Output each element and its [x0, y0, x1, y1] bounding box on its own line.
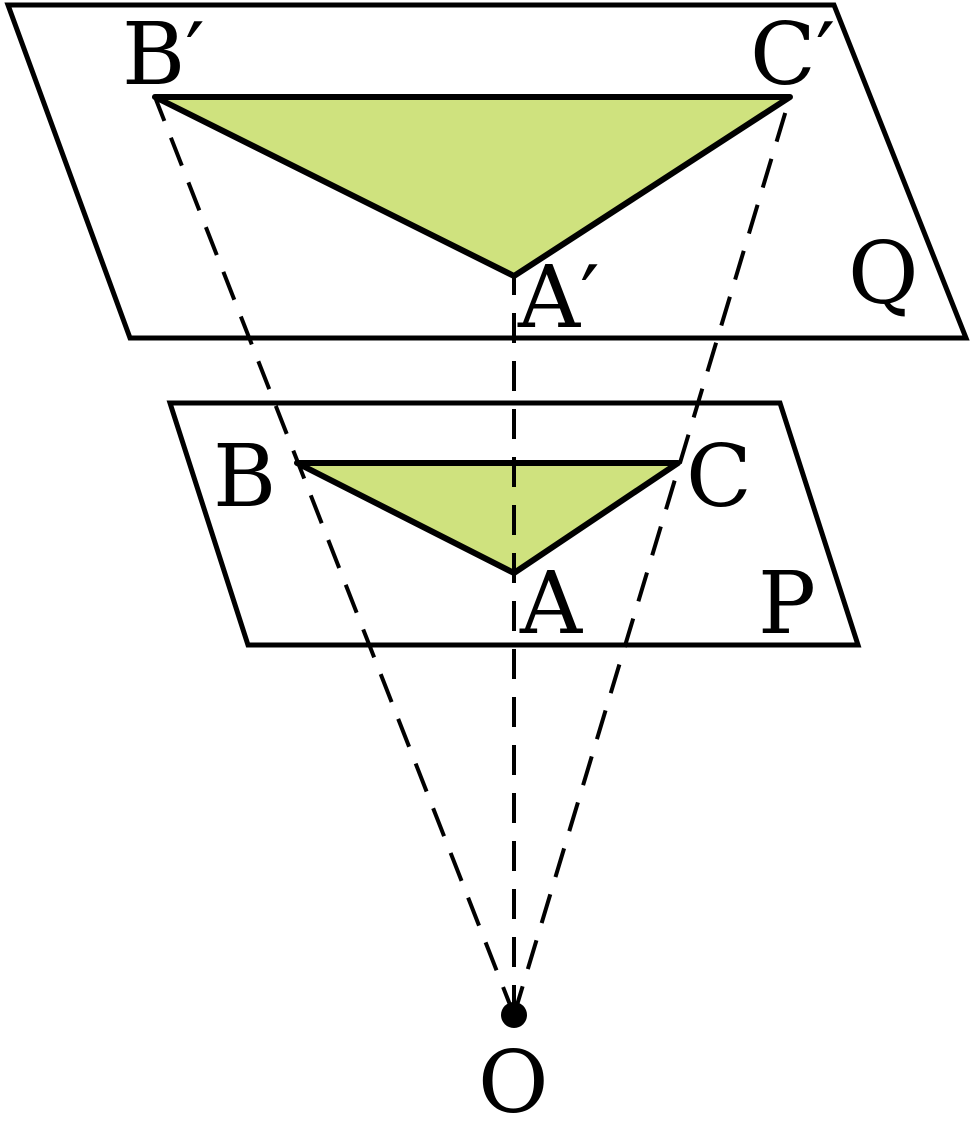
label-c-prime: C′	[750, 5, 835, 105]
label-b: B	[213, 427, 276, 527]
plane-p	[166, 400, 862, 648]
ray-o-c-prime	[512, 96, 792, 1016]
triangle-abc	[294, 460, 681, 576]
point-o	[501, 1002, 527, 1028]
label-plane-p: P	[758, 554, 816, 654]
ray-o-b-prime	[153, 96, 516, 1016]
label-plane-q: Q	[848, 224, 919, 324]
plane-q	[4, 2, 970, 341]
label-c: C	[686, 427, 752, 527]
triangle-a-prime-b-prime-c-prime	[152, 94, 793, 279]
label-b-prime: B′	[122, 5, 205, 105]
label-a-prime: A′	[517, 248, 600, 348]
label-a: A	[519, 554, 583, 654]
label-o: O	[478, 1033, 549, 1133]
